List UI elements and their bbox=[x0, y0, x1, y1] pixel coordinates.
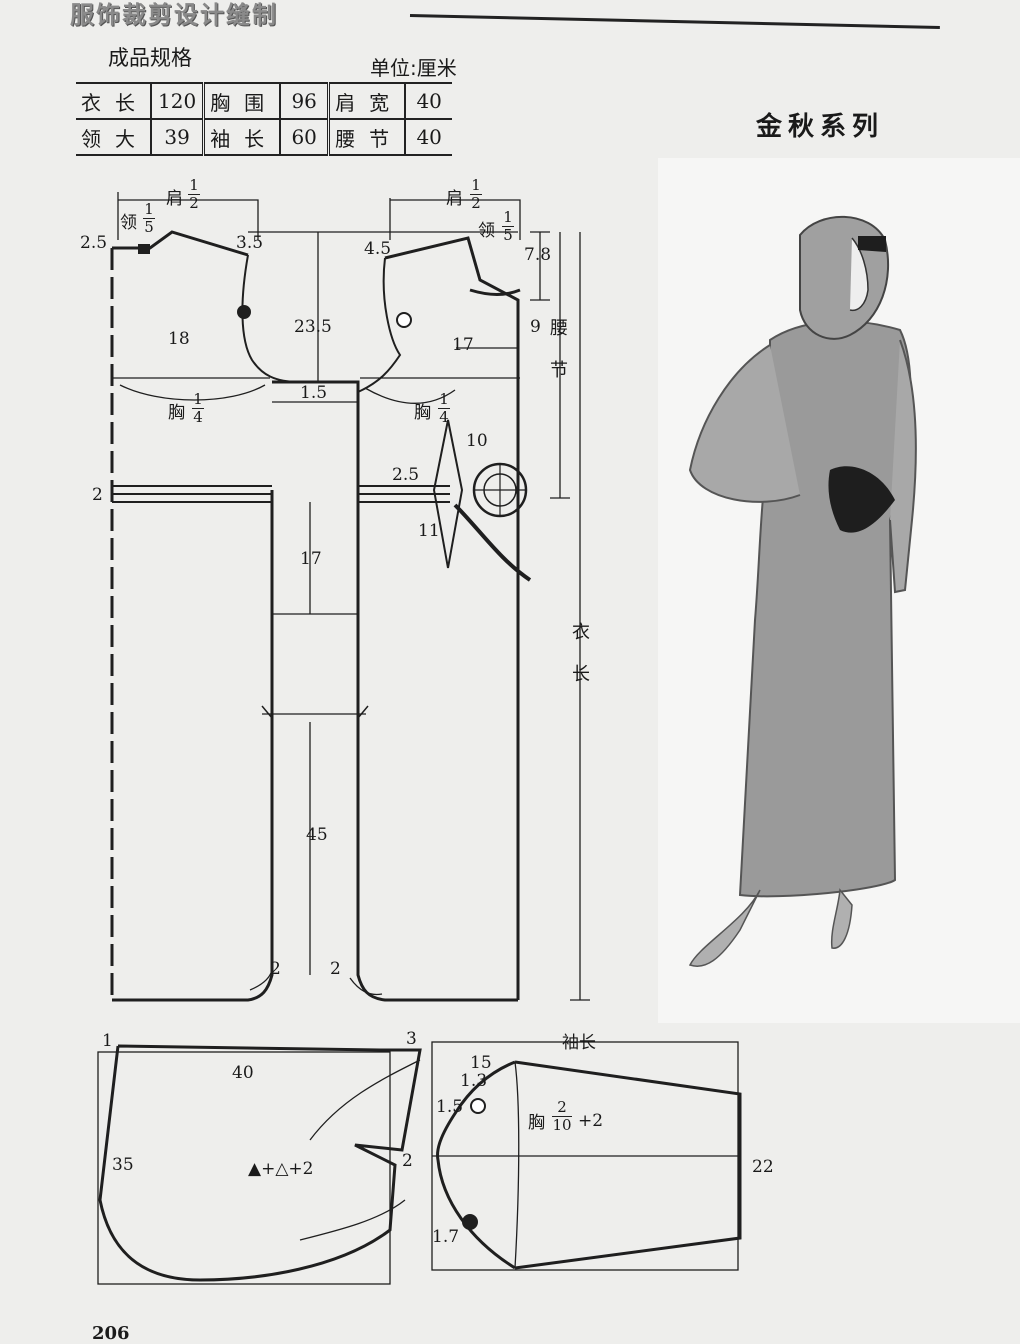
spec-value: 40 bbox=[404, 118, 453, 156]
hood-corner-right: 3 bbox=[406, 1029, 417, 1049]
fraction-denominator: 2 bbox=[189, 194, 199, 212]
front-dart-top: 10 bbox=[466, 431, 488, 451]
back-shoulder-word: 肩 bbox=[166, 189, 183, 209]
center-hem-left: 2 bbox=[270, 959, 281, 979]
sleeve-pattern bbox=[431, 1041, 742, 1271]
spec-label: 腰节 bbox=[328, 118, 406, 156]
spec-table: 衣长 120 胸围 96 肩宽 40 领大 39 袖长 60 腰节 40 bbox=[76, 82, 453, 156]
spec-label: 领大 bbox=[76, 118, 151, 156]
center-panel bbox=[248, 231, 518, 1002]
fraction-denominator: 5 bbox=[144, 218, 154, 236]
front-length-label: 衣长 bbox=[572, 622, 590, 685]
front-waist-label: 腰节 bbox=[550, 318, 568, 381]
spec-value: 120 bbox=[150, 82, 206, 120]
spec-value: 96 bbox=[279, 82, 331, 120]
front-dart-width: 2.5 bbox=[392, 465, 420, 485]
hood-width: 40 bbox=[232, 1063, 254, 1083]
fraction-denominator: 10 bbox=[552, 1116, 572, 1134]
front-chest-word: 胸 bbox=[414, 403, 431, 423]
front-bodice-pattern bbox=[357, 198, 590, 1001]
back-neck-word: 领 bbox=[120, 213, 137, 233]
fraction-bar bbox=[438, 408, 450, 409]
spec-label: 袖长 bbox=[203, 118, 281, 156]
center-gap: 1.5 bbox=[300, 383, 328, 403]
sleeve-cuff: 22 bbox=[752, 1157, 774, 1177]
spec-title: 成品规格 bbox=[108, 46, 192, 70]
fraction-bar bbox=[192, 408, 204, 409]
fraction-numerator: 1 bbox=[471, 176, 481, 194]
fraction-numerator: 1 bbox=[439, 390, 449, 408]
fraction-bar bbox=[143, 218, 155, 219]
fraction-denominator: 4 bbox=[193, 408, 203, 426]
fraction-bar bbox=[470, 194, 482, 195]
fraction-numerator: 1 bbox=[503, 208, 513, 226]
fraction-bar bbox=[502, 226, 514, 227]
sleeve-cap-a: 1.3 bbox=[460, 1071, 488, 1091]
center-hem-right: 2 bbox=[330, 959, 341, 979]
spec-row: 衣长 120 胸围 96 肩宽 40 bbox=[76, 82, 453, 120]
book-title-header: 服饰裁剪设计缝制 bbox=[70, 1, 278, 29]
fashion-figure-illustration bbox=[688, 215, 917, 967]
back-bodice-pattern bbox=[110, 192, 301, 1002]
fraction-numerator: 1 bbox=[144, 200, 154, 218]
spec-row: 领大 39 袖长 60 腰节 40 bbox=[76, 118, 453, 156]
fraction-bar bbox=[552, 1116, 572, 1117]
center-hip-to-hem: 45 bbox=[306, 825, 328, 845]
back-shoulder-drop: 3.5 bbox=[236, 233, 264, 253]
series-title: 金秋系列 bbox=[756, 112, 885, 142]
fraction-numerator: 1 bbox=[193, 390, 203, 408]
spec-value: 60 bbox=[279, 118, 331, 156]
front-dart-bottom: 11 bbox=[418, 521, 440, 541]
hood-pattern bbox=[97, 1044, 422, 1285]
back-armhole-depth: 18 bbox=[168, 329, 190, 349]
back-waist-drop: 2 bbox=[92, 485, 103, 505]
fraction-denominator: 4 bbox=[439, 408, 449, 426]
sleeve-chest-plus: +2 bbox=[578, 1111, 604, 1131]
hood-dart: 2 bbox=[402, 1151, 413, 1171]
hood-formula: ▲+△+2 bbox=[248, 1159, 314, 1179]
front-neck-depth: 7.8 bbox=[524, 245, 552, 265]
front-neck-word: 领 bbox=[478, 221, 495, 241]
fraction-numerator: 1 bbox=[189, 176, 199, 194]
center-armhole: 23.5 bbox=[294, 317, 332, 337]
back-chest-word: 胸 bbox=[168, 403, 185, 423]
sleeve-title: 袖长 bbox=[562, 1033, 596, 1053]
sleeve-chest-word: 胸 bbox=[528, 1113, 545, 1133]
fraction-denominator: 5 bbox=[503, 226, 513, 244]
fraction-denominator: 2 bbox=[471, 194, 481, 212]
spec-label: 衣长 bbox=[76, 82, 151, 120]
front-shoulder-word: 肩 bbox=[446, 189, 463, 209]
unit-label: 单位:厘米 bbox=[370, 56, 457, 80]
spec-label: 肩宽 bbox=[328, 82, 406, 120]
center-waist-to-hip: 17 bbox=[300, 549, 322, 569]
sleeve-cap-b: 1.5 bbox=[436, 1097, 464, 1117]
sleeve-cap-top: 15 bbox=[470, 1053, 492, 1073]
front-waist-9: 9 bbox=[530, 317, 541, 337]
fraction-numerator: 2 bbox=[557, 1098, 567, 1116]
spec-value: 39 bbox=[150, 118, 206, 156]
page-number: 206 bbox=[92, 1323, 130, 1344]
front-shoulder-drop: 4.5 bbox=[364, 239, 392, 259]
front-armhole-depth: 17 bbox=[452, 335, 474, 355]
hood-height: 35 bbox=[112, 1155, 134, 1175]
spec-label: 胸围 bbox=[203, 82, 281, 120]
back-neck-drop: 2.5 bbox=[80, 233, 108, 253]
spec-value: 40 bbox=[404, 82, 453, 120]
hood-corner-left: 1 bbox=[102, 1031, 113, 1051]
sleeve-cap-c: 1.7 bbox=[432, 1227, 460, 1247]
fraction-bar bbox=[188, 194, 200, 195]
